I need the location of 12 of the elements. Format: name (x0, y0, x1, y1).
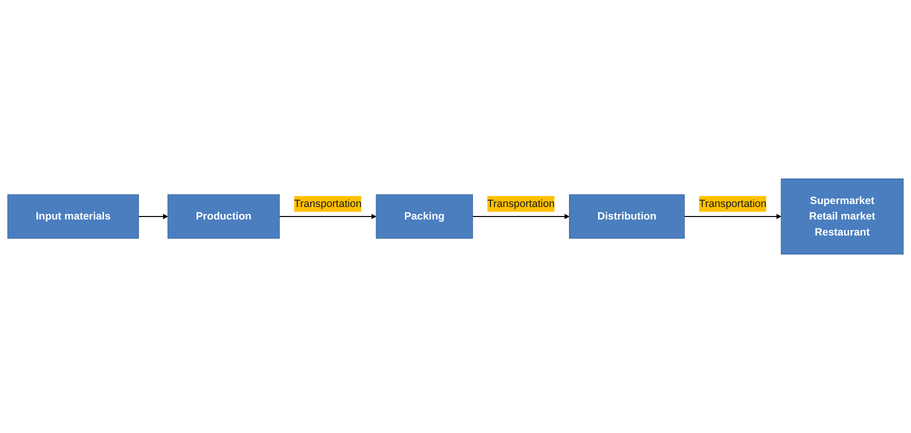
edge-label: Transportation (699, 196, 767, 212)
node-box: Packing (376, 194, 473, 239)
arrow (279, 214, 376, 220)
edge-label: Transportation (487, 196, 555, 212)
arrow (138, 214, 168, 220)
arrow (684, 214, 782, 220)
node-box: Production (168, 194, 280, 239)
arrow (472, 214, 570, 220)
node-box: Input materials (7, 194, 139, 239)
node-box: Supermarket Retail market Restaurant (780, 178, 904, 254)
node-box: Distribution (569, 194, 685, 239)
edge-label: Transportation (294, 196, 362, 212)
